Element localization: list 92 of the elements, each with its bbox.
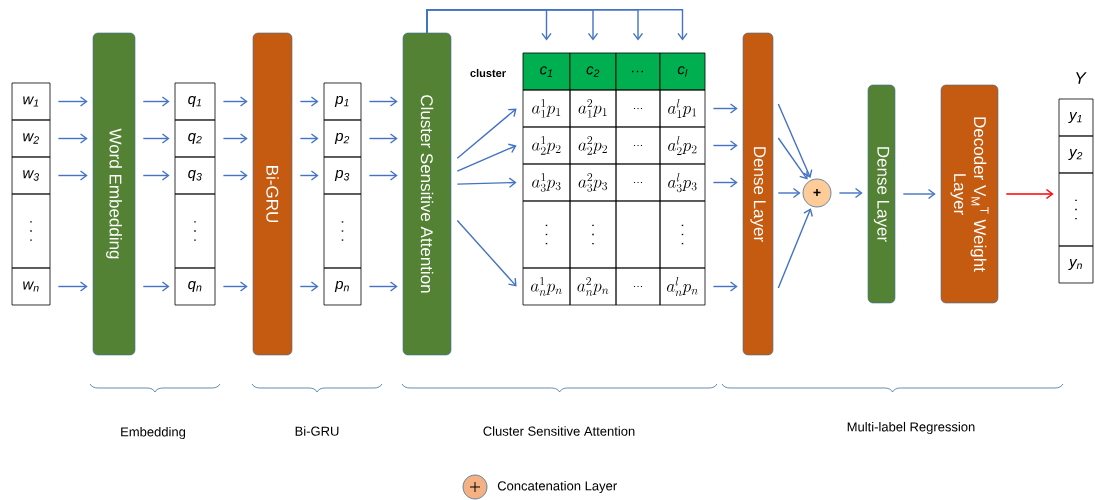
arrow xyxy=(426,9,688,41)
arrow xyxy=(777,208,813,289)
table-cell: $a_3^lp_3$ xyxy=(659,163,706,202)
table-cell: . . . xyxy=(569,200,617,269)
arrow xyxy=(368,96,398,107)
table-cell: $a_1^lp_1$ xyxy=(659,89,706,128)
table-cell: $a_1^2p_1$ xyxy=(569,89,617,128)
stage-label: Embedding xyxy=(121,426,186,440)
layer-block: Cluster Sensitive Attention xyxy=(402,32,452,356)
stage-label: Bi-GRU xyxy=(295,426,339,436)
vector-cell: w$_{2}$ xyxy=(11,119,51,158)
arrow xyxy=(712,177,738,188)
table-cell xyxy=(615,200,661,269)
vector-cell: w$_{1}$ xyxy=(11,82,51,121)
arrow xyxy=(142,133,170,144)
arrow xyxy=(222,170,248,181)
stage-label: Cluster Sensitive Attention xyxy=(483,426,635,436)
table-cell: $a_n^2p_n$ xyxy=(569,267,617,306)
arrow xyxy=(142,96,170,107)
vector-cell: p$_{n}$ xyxy=(323,267,362,306)
table-cell: . . . xyxy=(659,200,706,269)
vector-cell: . . . xyxy=(174,193,216,269)
vector-cell: q$_{1}$ xyxy=(174,82,216,121)
arrow xyxy=(777,137,808,180)
table-cell: … xyxy=(615,126,661,165)
cluster-header-cell: c$_{1}$ xyxy=(522,52,571,91)
table-cell: … xyxy=(615,163,661,202)
arrow xyxy=(57,281,88,292)
vector-cell: y$_{n}$ xyxy=(1058,245,1094,284)
vector-cell: . . . xyxy=(1058,172,1094,247)
arrow xyxy=(222,133,248,144)
table-cell: $a_n^1p_n$ xyxy=(522,267,571,306)
vector-cell: q$_{n}$ xyxy=(174,267,216,306)
column-heading: Y xyxy=(1076,72,1087,84)
arrow xyxy=(222,281,248,292)
vector-cell: w$_{3}$ xyxy=(11,156,51,195)
vector-cell: y$_{2}$ xyxy=(1058,135,1094,174)
cluster-header-cell: … xyxy=(615,52,661,91)
arrow xyxy=(222,96,248,107)
layer-block: Dense Layer xyxy=(867,84,896,304)
table-cell: . . . xyxy=(522,200,571,269)
vector-cell: p$_{2}$ xyxy=(323,119,362,158)
arrow xyxy=(368,170,398,181)
arrow xyxy=(57,96,88,107)
cluster-header-cell: c$_{2}$ xyxy=(569,52,617,91)
arrow xyxy=(142,170,170,181)
arrow xyxy=(777,187,801,199)
arrow xyxy=(57,133,88,144)
arrow xyxy=(1005,188,1054,200)
vector-cell: w$_{n}$ xyxy=(11,267,51,306)
layer-block: Decoder V$_{M}$$^{T}$ Weight Layer xyxy=(940,84,999,304)
vector-cell: y$_{1}$ xyxy=(1058,98,1094,137)
table-cell: $a_2^1p_2$ xyxy=(522,126,571,165)
arrow xyxy=(368,281,398,292)
vector-cell: p$_{1}$ xyxy=(323,82,362,121)
table-cell: … xyxy=(615,89,661,128)
table-cell: $a_2^2p_2$ xyxy=(569,126,617,165)
vector-cell: . . . xyxy=(11,193,51,269)
table-cell: $a_3^2p_3$ xyxy=(569,163,617,202)
arrow xyxy=(142,281,170,292)
cluster-label: cluster xyxy=(470,68,506,78)
layer-block: Word Embedding xyxy=(92,32,136,356)
arrow xyxy=(712,103,738,114)
arrow xyxy=(902,188,936,200)
table-cell: $a_3^1p_3$ xyxy=(522,163,571,202)
arrow xyxy=(456,108,517,159)
arrow xyxy=(299,133,319,144)
vector-cell: q$_{3}$ xyxy=(174,156,216,195)
vector-cell: q$_{2}$ xyxy=(174,119,216,158)
table-cell: … xyxy=(615,267,661,306)
arrow xyxy=(456,143,517,172)
layer-block: Bi-GRU xyxy=(252,32,293,356)
table-cell: $a_1^1p_1$ xyxy=(522,89,571,128)
table-cell: $a_n^lp_n$ xyxy=(659,267,706,306)
stage-label: Multi-label Regression xyxy=(847,421,975,435)
arrow xyxy=(777,103,813,178)
arrow xyxy=(299,170,319,181)
arrow xyxy=(456,219,517,287)
arrow xyxy=(299,96,319,107)
cluster-header-cell: c$_{l}$ xyxy=(659,52,706,91)
arrow xyxy=(299,281,319,292)
vector-cell: p$_{3}$ xyxy=(323,156,362,195)
arrow xyxy=(712,140,738,151)
arrow xyxy=(712,281,738,292)
legend-label: Concatenation Layer xyxy=(497,480,617,494)
vector-cell: . . . xyxy=(323,193,362,269)
arrow xyxy=(838,187,863,199)
arrow xyxy=(57,170,88,181)
layer-block: Dense Layer xyxy=(742,32,774,356)
arrow xyxy=(368,133,398,144)
table-cell: $a_2^lp_2$ xyxy=(659,126,706,165)
arrow xyxy=(456,177,517,188)
